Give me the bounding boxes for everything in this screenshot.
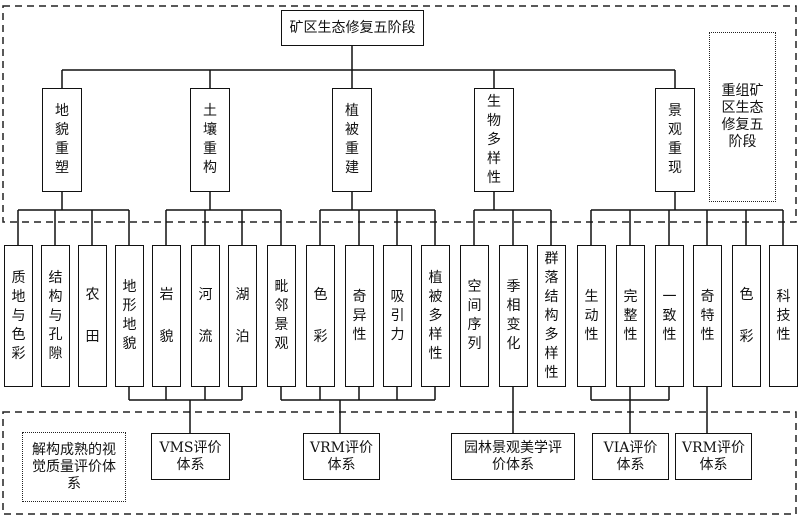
factor-label-3: 农田 [85,287,100,345]
system-box-4: VIA评价体系 [592,433,669,480]
factor-box-13: 空间序列 [460,245,489,387]
factor-label-7: 湖泊 [235,287,250,345]
stage-label-4: 生物多样性 [487,93,501,186]
title-text: 矿区生态修复五阶段 [289,19,416,36]
factor-box-11: 吸引力 [383,245,412,387]
system-label-2: VRM评价体系 [309,439,373,473]
system-label-1: VMS评价体系 [159,439,222,473]
factor-label-13: 空间序列 [467,279,482,352]
system-box-1: VMS评价体系 [151,433,230,480]
factor-label-6: 河流 [198,287,213,345]
factor-label-4: 地形地貌 [122,279,137,352]
factor-label-12: 植被多样性 [428,269,443,362]
stage-box-4: 生物多样性 [474,88,514,192]
factor-box-12: 植被多样性 [421,245,450,387]
stage-label-1: 地貌重塑 [55,103,69,176]
factor-box-1: 质地与色彩 [4,245,33,387]
side-note-top: 重组矿区生态修复五阶段 [709,32,776,202]
factor-box-15: 群落结构多样性 [537,245,566,387]
system-label-4: VIA评价体系 [603,439,658,473]
stage-label-3: 植被重建 [345,103,359,176]
system-box-5: VRM评价体系 [675,433,752,480]
factor-box-10: 奇异性 [345,245,374,387]
factor-label-14: 季相变化 [506,279,521,352]
factor-label-17: 完整性 [623,288,638,343]
factor-label-2: 结构与孔隙 [48,269,63,362]
factor-box-8: 毗邻景观 [267,245,296,387]
stage-box-1: 地貌重塑 [42,88,82,192]
side-note-top-text: 重组矿区生态修复五阶段 [721,83,764,150]
factor-box-21: 科技性 [769,245,798,387]
factor-box-2: 结构与孔隙 [41,245,70,387]
side-note-bottom-text: 解构成熟的视觉质量评价体系 [32,441,116,492]
stage-box-5: 景观重现 [655,88,695,192]
factor-label-21: 科技性 [776,288,791,343]
stage-box-3: 植被重建 [332,88,372,192]
factor-label-15: 群落结构多样性 [544,250,559,381]
factor-label-18: 一致性 [662,288,677,343]
stage-label-2: 土壤重构 [203,103,217,176]
factor-label-11: 吸引力 [390,288,405,343]
factor-box-4: 地形地貌 [115,245,144,387]
stage-label-5: 景观重现 [668,103,682,176]
system-box-2: VRM评价体系 [303,433,380,480]
factor-label-9: 色彩 [313,287,328,345]
factor-box-16: 生动性 [577,245,606,387]
system-label-3: 园林景观美学评价体系 [464,439,562,473]
factor-label-10: 奇异性 [352,288,367,343]
factor-box-9: 色彩 [306,245,335,387]
factor-box-7: 湖泊 [228,245,257,387]
side-note-bottom: 解构成熟的视觉质量评价体系 [22,432,126,502]
factor-box-19: 奇特性 [693,245,722,387]
top-dashed-frame [2,5,797,223]
factor-label-5: 岩貌 [159,287,174,345]
factor-box-5: 岩貌 [152,245,181,387]
factor-label-8: 毗邻景观 [274,279,289,352]
factor-box-17: 完整性 [616,245,645,387]
factor-box-18: 一致性 [655,245,684,387]
system-box-3: 园林景观美学评价体系 [451,433,575,480]
factor-box-14: 季相变化 [499,245,528,387]
factor-label-19: 奇特性 [700,288,715,343]
factor-label-20: 色彩 [739,287,754,345]
factor-box-20: 色彩 [732,245,761,387]
title-box: 矿区生态修复五阶段 [281,10,424,46]
factor-label-16: 生动性 [584,288,599,343]
system-label-5: VRM评价体系 [681,439,745,473]
factor-label-1: 质地与色彩 [11,269,26,362]
stage-box-2: 土壤重构 [190,88,230,192]
factor-box-3: 农田 [78,245,107,387]
bottom-dashed-frame [2,411,797,515]
factor-box-6: 河流 [191,245,220,387]
